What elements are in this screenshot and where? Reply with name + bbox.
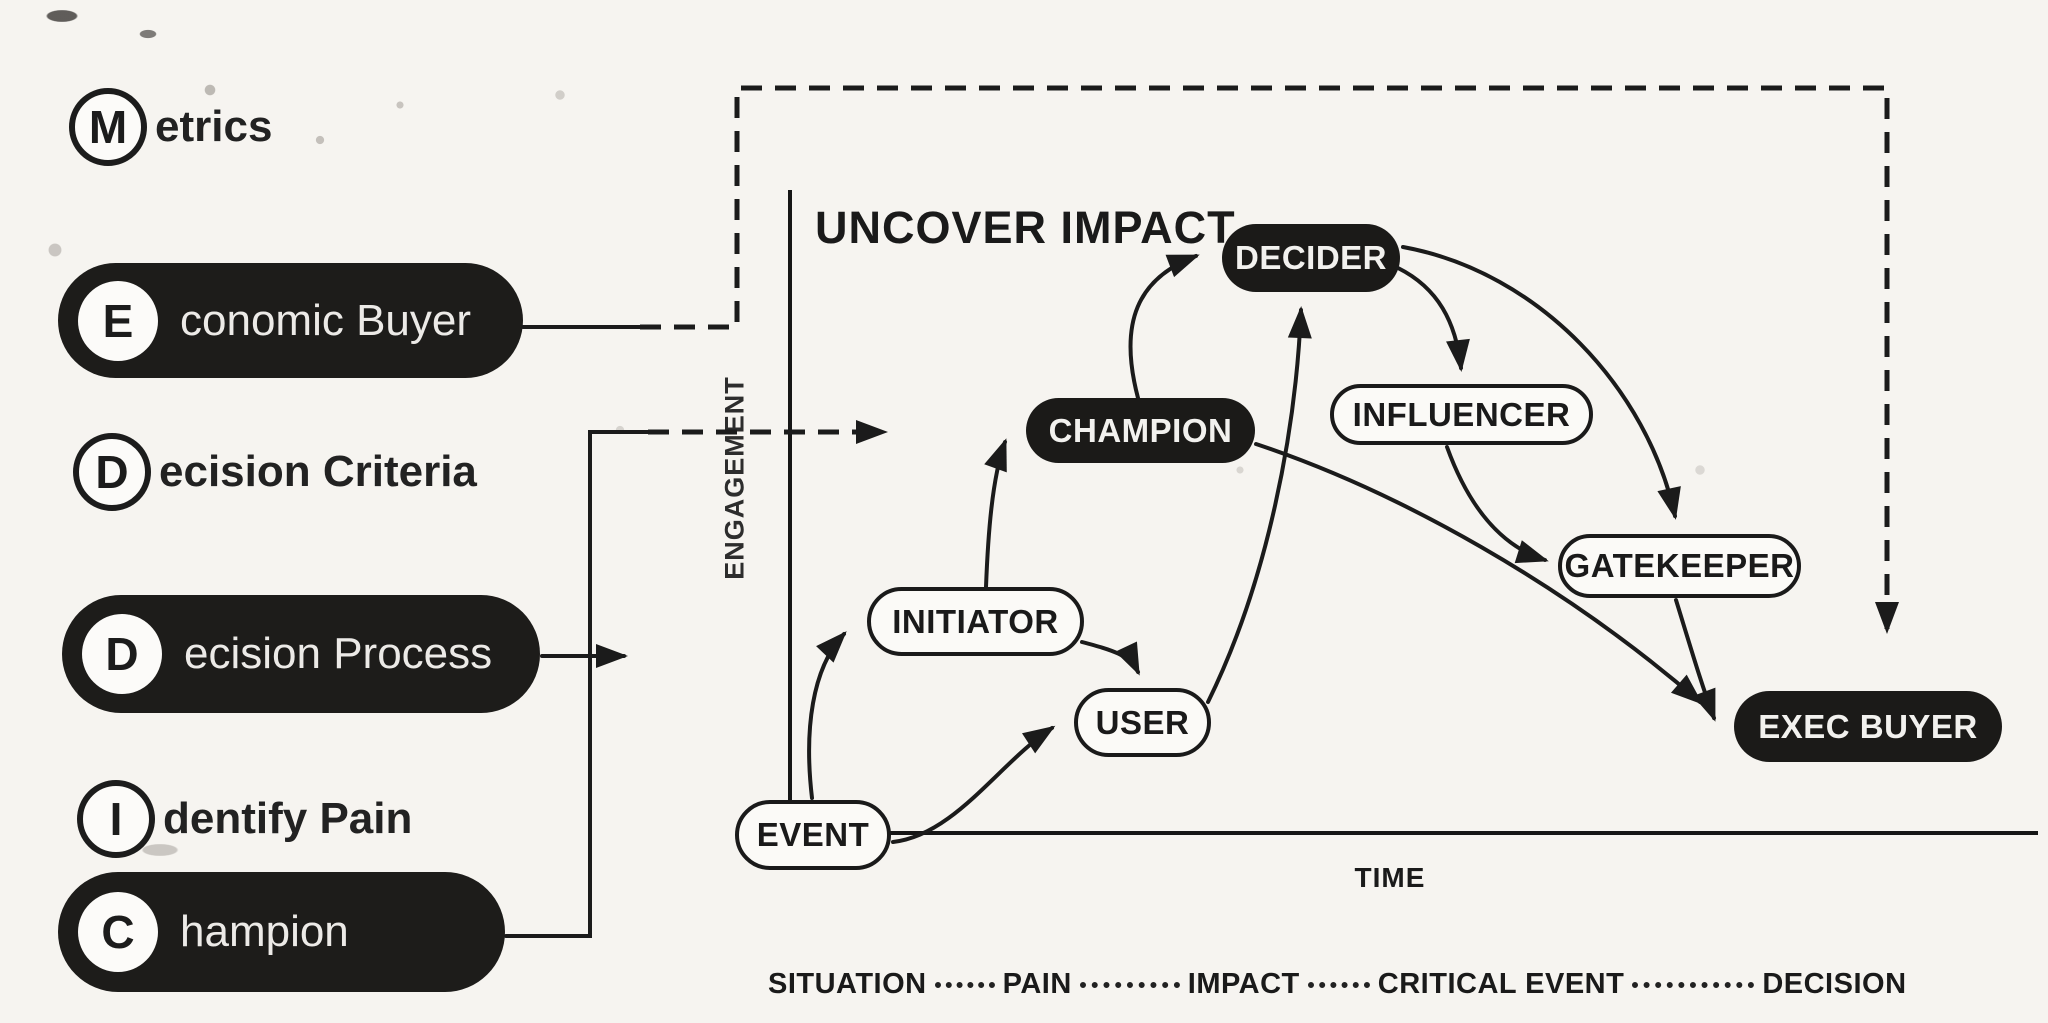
dots-leader [1079, 981, 1180, 988]
edge-decider-gatekeeper [1401, 245, 1681, 520]
phase-pain: PAIN [1002, 968, 1072, 1000]
edge-event-user [891, 725, 1056, 844]
meddic-item-economic-buyer: E conomic Buyer [58, 263, 523, 378]
meddic-label: conomic Buyer [180, 295, 472, 345]
meddic-item-decision-process: D ecision Process [62, 595, 540, 713]
node-champion: CHAMPION [1026, 398, 1255, 463]
phase-row: SITUATION PAIN IMPACT CRITICAL EVENT DEC… [768, 968, 1907, 1001]
meddic-label: dentify Pain [163, 794, 413, 843]
meddic-item-identify-pain: I dentify Pain [77, 780, 412, 858]
meddic-item-metrics: M etrics [69, 88, 272, 166]
edge-initiator-user [1080, 640, 1140, 676]
node-initiator: INITIATOR [867, 587, 1084, 656]
node-influencer: INFLUENCER [1330, 384, 1593, 445]
phase-situation: SITUATION [768, 968, 927, 1000]
edge-champion-decider [1128, 254, 1200, 400]
dots-leader [934, 981, 995, 988]
meddic-label: etrics [155, 102, 273, 151]
chart-title: UNCOVER IMPACT [815, 202, 1236, 253]
y-axis-label: ENGAGEMENT [719, 376, 750, 580]
letter-badge-m: M [69, 88, 147, 166]
edge-event-initiator [807, 631, 847, 800]
meddic-item-decision-criteria: D ecision Criteria [73, 433, 477, 511]
node-decider: DECIDER [1222, 224, 1400, 292]
node-gatekeeper: GATEKEEPER [1558, 534, 1801, 598]
edge-initiator-champion [984, 438, 1007, 589]
meddic-item-champion: C hampion [58, 872, 505, 992]
edge-decider-influencer [1396, 266, 1470, 372]
x-axis-label: TIME [1354, 862, 1426, 893]
phase-decision: DECISION [1762, 968, 1907, 1000]
letter-badge-c: C [78, 892, 158, 972]
node-exec-buyer: EXEC BUYER [1734, 691, 2002, 762]
dots-leader [1307, 981, 1370, 988]
edge-influencer-gatekeeper [1445, 445, 1549, 564]
phase-impact: IMPACT [1187, 968, 1300, 1000]
edge-gatekeeper-exec-buyer [1674, 598, 1716, 722]
letter-badge-d2: D [82, 614, 162, 694]
y-axis-line [788, 190, 792, 835]
node-event: EVENT [735, 800, 891, 870]
phase-critical-event: CRITICAL EVENT [1377, 968, 1625, 1000]
node-user: USER [1074, 688, 1211, 757]
letter-badge-d1: D [73, 433, 151, 511]
letter-badge-e: E [78, 280, 158, 361]
meddic-label: ecision Criteria [159, 447, 477, 496]
dots-leader [1632, 981, 1755, 988]
letter-badge-i: I [77, 780, 155, 858]
x-axis-line [788, 831, 2038, 835]
meddic-label: ecision Process [184, 629, 493, 678]
edge-user-decider [1206, 306, 1312, 704]
meddic-label: hampion [180, 907, 349, 956]
